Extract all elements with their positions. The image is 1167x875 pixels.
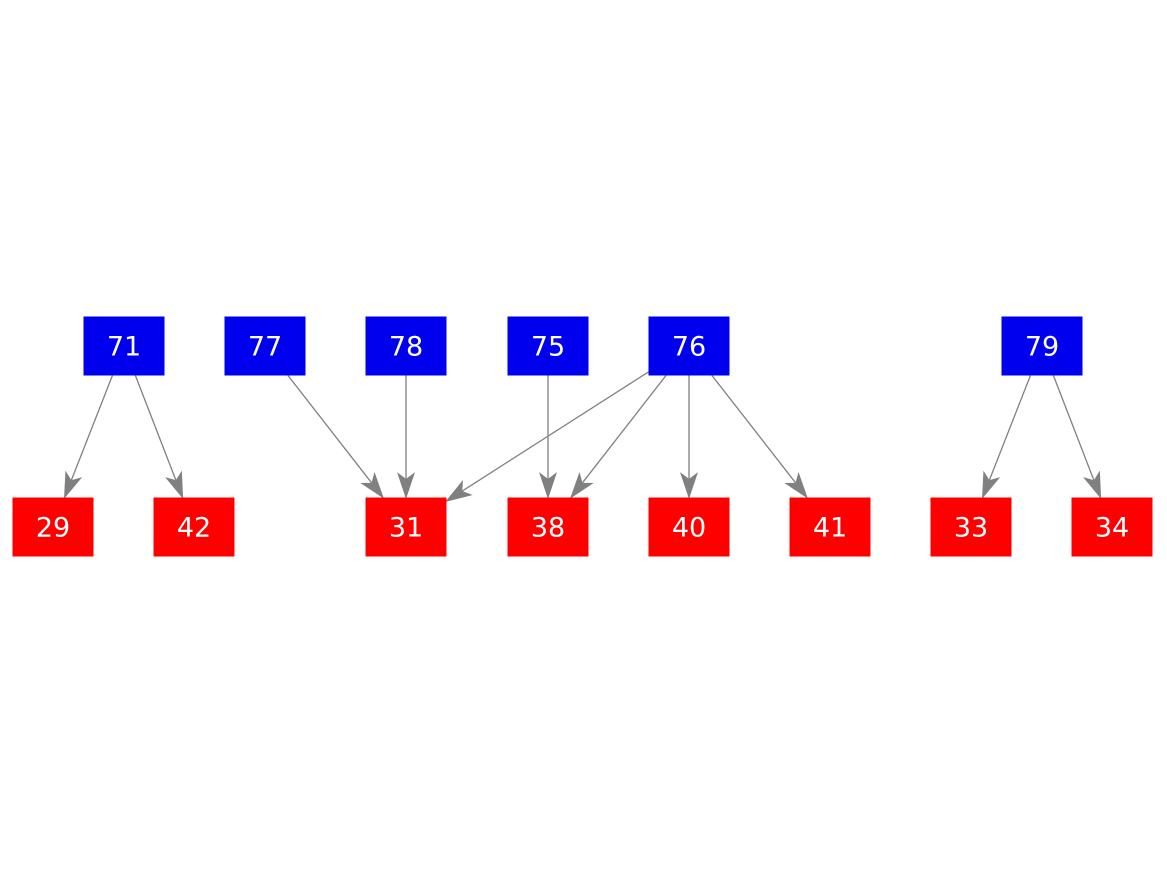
node-label: 34 <box>1095 513 1129 544</box>
node-29: 29 <box>12 497 94 557</box>
node-label: 40 <box>672 513 706 544</box>
node-box <box>648 316 730 376</box>
arrowhead-icon <box>981 470 1001 499</box>
node-label: 29 <box>36 513 70 544</box>
edge-line <box>461 371 649 492</box>
node-79: 79 <box>1001 316 1083 376</box>
edge-line <box>988 375 1032 481</box>
node-box <box>507 316 589 376</box>
arrowhead-icon <box>784 471 808 499</box>
arrowhead-icon <box>1083 470 1102 499</box>
edge-line <box>581 375 667 484</box>
node-38: 38 <box>507 497 589 557</box>
edge-line <box>134 375 177 481</box>
node-label: 42 <box>177 513 211 544</box>
node-41: 41 <box>789 497 871 557</box>
edge-71-29 <box>63 375 114 499</box>
edge-76-41 <box>711 375 808 499</box>
node-box <box>83 316 165 376</box>
edge-71-42 <box>134 375 184 499</box>
node-78: 78 <box>365 316 447 376</box>
node-layer: 71 77 78 75 76 79 29 42 31 38 40 41 33 34 <box>12 316 1153 557</box>
arrowhead-icon <box>445 479 473 502</box>
node-76: 76 <box>648 316 730 376</box>
node-label: 31 <box>389 513 423 544</box>
arrowhead-icon <box>539 472 557 500</box>
node-box <box>153 497 235 557</box>
edge-77-31 <box>287 375 384 499</box>
node-label: 71 <box>107 332 141 363</box>
node-box <box>930 497 1012 557</box>
node-34: 34 <box>1071 497 1153 557</box>
edge-line <box>70 375 114 481</box>
node-label: 41 <box>813 513 847 544</box>
node-box <box>1071 497 1153 557</box>
node-label: 77 <box>248 332 282 363</box>
edge-line <box>711 375 797 484</box>
arrowhead-icon <box>680 472 698 500</box>
node-77: 77 <box>224 316 306 376</box>
node-33: 33 <box>930 497 1012 557</box>
arrowhead-icon <box>397 472 415 500</box>
node-box <box>365 316 447 376</box>
node-40: 40 <box>648 497 730 557</box>
arrowhead-icon <box>165 470 184 499</box>
arrowhead-icon <box>360 471 384 499</box>
edge-layer <box>63 371 1102 502</box>
node-label: 38 <box>531 513 565 544</box>
node-71: 71 <box>83 316 165 376</box>
node-box <box>365 497 447 557</box>
node-label: 76 <box>672 332 706 363</box>
node-label: 79 <box>1025 332 1059 363</box>
node-label: 78 <box>389 332 423 363</box>
node-box <box>12 497 94 557</box>
edge-76-38 <box>570 375 667 499</box>
node-label: 33 <box>954 513 988 544</box>
node-box <box>224 316 306 376</box>
node-box <box>1001 316 1083 376</box>
node-42: 42 <box>153 497 235 557</box>
node-box <box>648 497 730 557</box>
edge-79-33 <box>981 375 1032 499</box>
node-label: 75 <box>531 332 565 363</box>
node-31: 31 <box>365 497 447 557</box>
edge-line <box>287 375 373 484</box>
edge-line <box>1052 375 1095 481</box>
edge-75-38 <box>539 375 557 500</box>
arrowhead-icon <box>63 470 83 499</box>
arrowhead-icon <box>570 471 594 499</box>
node-75: 75 <box>507 316 589 376</box>
edge-78-31 <box>397 375 415 500</box>
edge-76-40 <box>680 375 698 500</box>
edge-79-34 <box>1052 375 1102 499</box>
node-box <box>789 497 871 557</box>
edge-76-31 <box>445 371 649 502</box>
node-box <box>507 497 589 557</box>
